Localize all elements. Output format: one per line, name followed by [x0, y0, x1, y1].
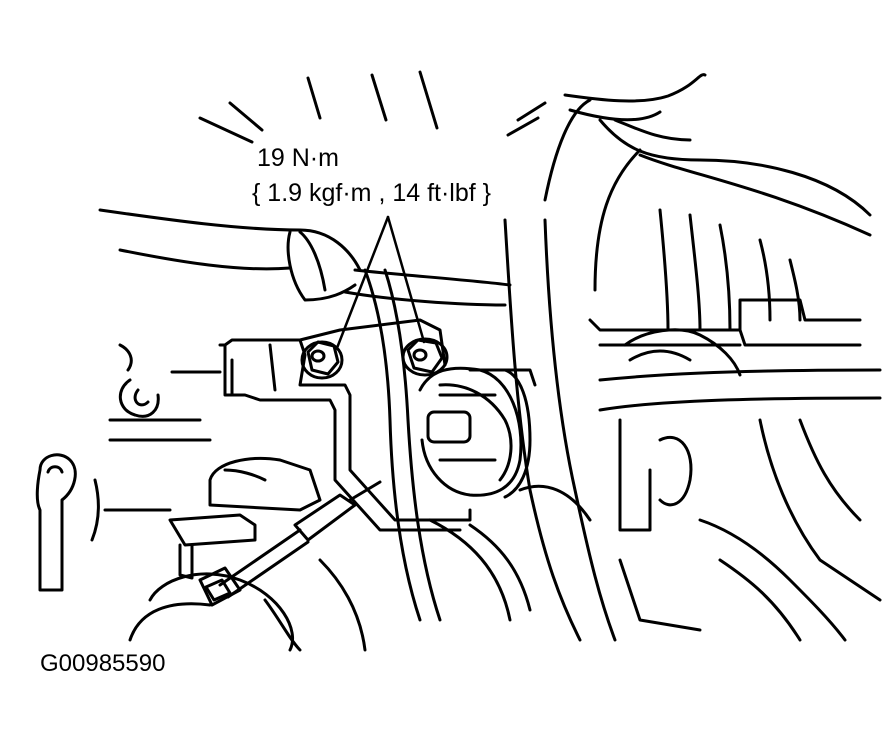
background-hatch-strokes [200, 72, 545, 142]
mounting-bracket [220, 320, 470, 530]
figure-code: G00985590 [40, 650, 166, 677]
torque-spec-metric: 19 N·m [257, 144, 339, 172]
left-hose [100, 210, 510, 305]
left-fittings [37, 345, 220, 590]
bolt-left [302, 342, 342, 378]
leader-lines [337, 217, 424, 348]
right-structure [590, 210, 880, 640]
upper-hose [545, 75, 870, 290]
clutch-hose [200, 482, 380, 605]
lower-right-housing [430, 486, 700, 630]
release-cylinder [420, 368, 535, 497]
torque-spec-conversions: { 1.9 kgf·m , 14 ft·lbf } [252, 179, 492, 207]
bolt-right [403, 339, 447, 375]
vertical-pipe [365, 220, 615, 640]
lower-assembly [130, 458, 365, 650]
